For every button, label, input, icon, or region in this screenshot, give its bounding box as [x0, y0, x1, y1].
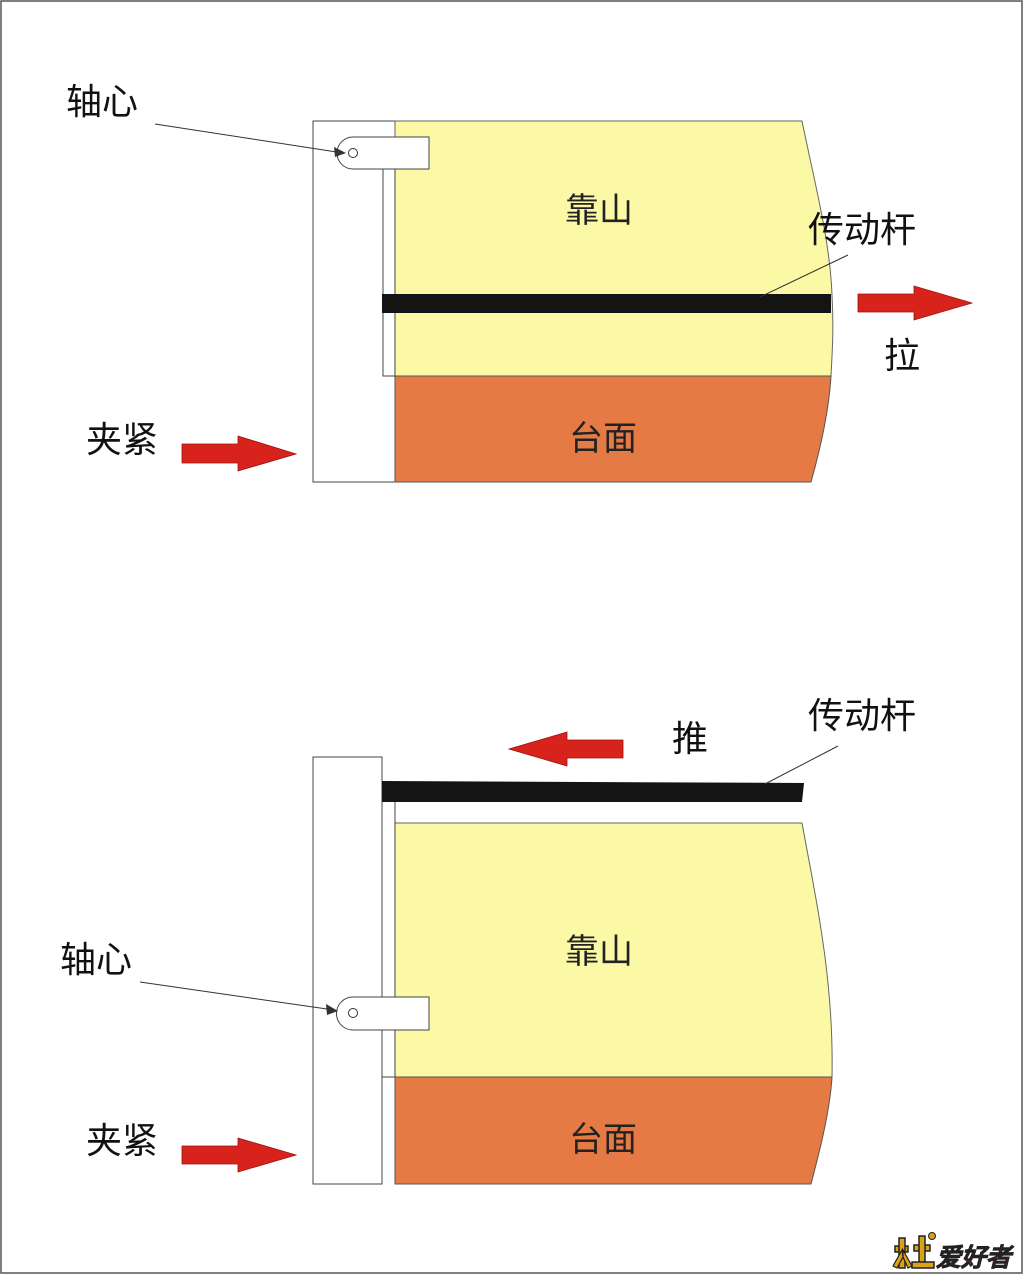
bottom-push-arrow-icon [507, 731, 624, 767]
bottom-rod-leader [764, 745, 839, 785]
top-clamp-label: 夹紧 [86, 420, 158, 461]
top-fence [394, 120, 834, 377]
top-fence-label: 靠山 [565, 191, 633, 231]
bottom-axis-leader-head [326, 1004, 338, 1015]
bottom-rod [382, 781, 804, 802]
top-pivot-hole [348, 148, 358, 158]
top-pivot-bracket [336, 136, 430, 170]
top-axis-leader [154, 123, 344, 154]
top-diagram: 轴心 靠山 传动杆 拉 夹紧 台面 [66, 82, 974, 483]
bottom-axis-label: 轴心 [60, 940, 132, 981]
watermark-logo: 爱好者 [892, 1232, 1015, 1272]
bottom-pivot-hole [348, 1008, 358, 1018]
top-rod-label: 传动杆 [808, 210, 916, 251]
top-axis-leader-head [334, 147, 346, 157]
bottom-clamp-arrow-icon [181, 1137, 298, 1173]
bottom-diagram: 轴心 靠山 传动杆 推 夹紧 台面 [60, 696, 916, 1185]
bottom-clamp-block [312, 756, 383, 1185]
top-rod [382, 294, 831, 313]
top-axis-label: 轴心 [66, 82, 138, 123]
wood-logo-icon [892, 1232, 936, 1269]
top-clamp-arrow-icon [181, 435, 298, 472]
bottom-table [394, 1076, 833, 1185]
bottom-action-label: 推 [672, 719, 708, 760]
watermark-text: 爱好者 [936, 1243, 1015, 1272]
top-table-label: 台面 [569, 419, 637, 459]
top-table [394, 375, 832, 483]
top-clamp-block [312, 120, 396, 483]
bottom-fence-label: 靠山 [565, 932, 633, 972]
bottom-clamp-label: 夹紧 [86, 1121, 158, 1162]
bottom-table-label: 台面 [569, 1120, 637, 1160]
top-rod-leader [759, 254, 849, 298]
top-action-label: 拉 [884, 336, 920, 377]
bottom-rod-label: 传动杆 [808, 696, 916, 737]
bottom-axis-leader [139, 981, 335, 1011]
top-pull-arrow-icon [857, 285, 974, 321]
bottom-connector-plate [381, 799, 396, 1078]
bottom-fence [394, 822, 833, 1078]
bottom-pivot-bracket [336, 996, 430, 1031]
